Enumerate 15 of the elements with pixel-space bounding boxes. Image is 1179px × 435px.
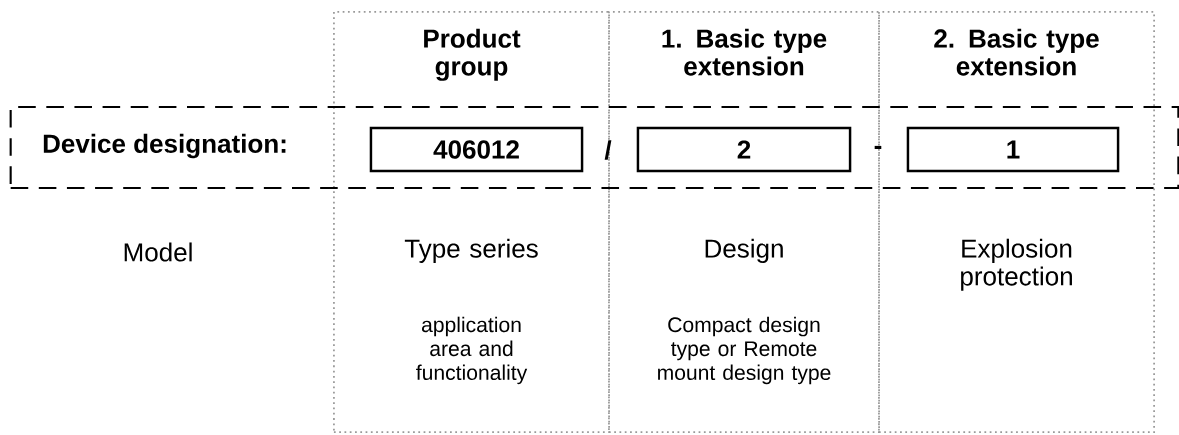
field-name: Type series	[404, 238, 538, 263]
column-heading: 2. Basic type extension	[934, 28, 1099, 76]
description: Compact design type or Remote mount design type	[658, 316, 831, 385]
row-label: Model	[124, 242, 192, 262]
description: application area and functionality	[416, 316, 528, 385]
value-box: 406012	[369, 126, 584, 173]
separator-sign: -	[874, 145, 882, 149]
value-box: 2	[636, 126, 852, 173]
column-heading: Product group	[424, 28, 521, 81]
separator-sign: /	[604, 140, 612, 160]
field-name: Design	[705, 238, 783, 263]
field-name: Explosion protection	[961, 238, 1072, 291]
row-label: Device designation:	[43, 133, 286, 159]
value-box: 1	[906, 126, 1120, 173]
column-heading: 1. Basic type extension	[662, 28, 827, 76]
